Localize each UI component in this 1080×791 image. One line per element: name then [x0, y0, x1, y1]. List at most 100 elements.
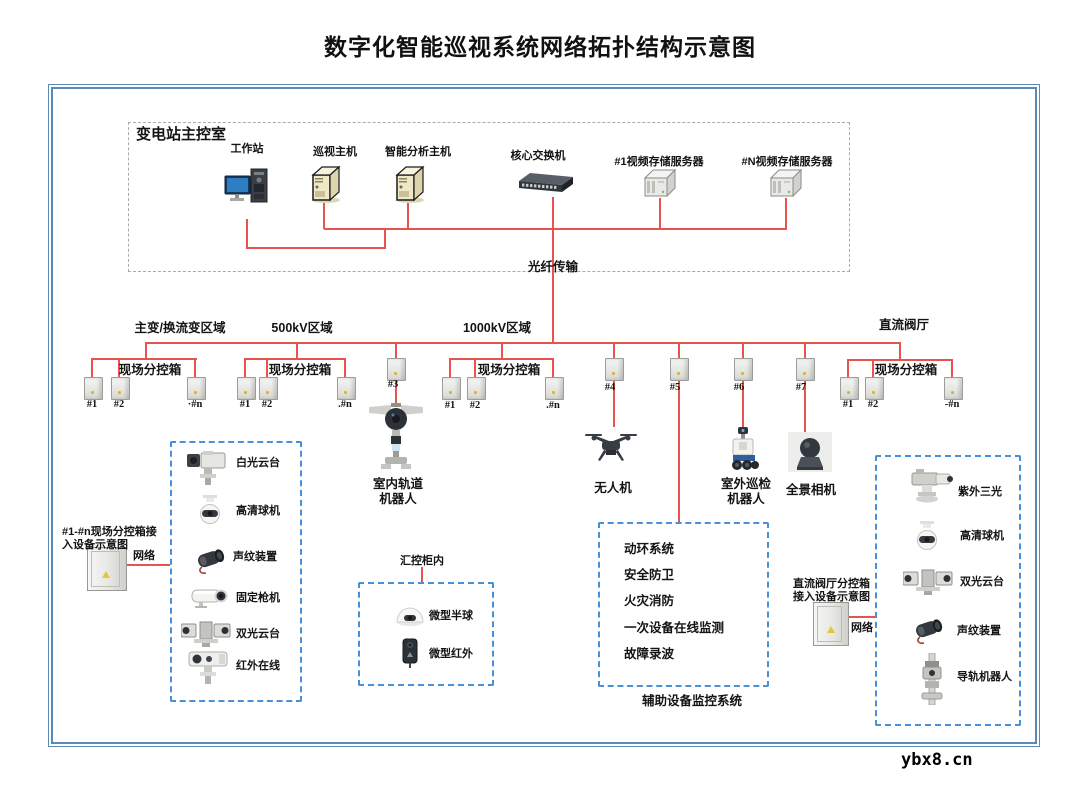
connection-line — [407, 203, 409, 229]
connection-line — [449, 358, 554, 360]
panoramic-camera-icon — [788, 432, 832, 472]
aux-item-power-env: 动环系统 — [624, 542, 675, 556]
main-bus-line — [145, 342, 901, 344]
connection-line — [91, 358, 197, 360]
connection-line — [951, 359, 953, 378]
left-device-panel — [170, 441, 302, 702]
field-control-box — [387, 358, 406, 381]
fixed-bullet-camera-label: 固定枪机 — [236, 592, 280, 604]
box-number-label: #1 — [444, 400, 456, 411]
connection-line — [613, 379, 615, 427]
connection-line — [613, 343, 615, 358]
panoramic-camera-label: 全景相机 — [785, 483, 836, 497]
dual-spectrum-ptz-icon — [180, 621, 231, 647]
storage-server-icon — [643, 168, 677, 198]
connection-line — [118, 358, 120, 378]
aux-panel-caption: 辅助设备监控系统 — [641, 694, 742, 708]
field-control-box — [337, 377, 356, 400]
connection-line — [785, 198, 787, 229]
network-label: 网络 — [133, 550, 155, 562]
box-number-label: .#n — [338, 399, 352, 410]
right-panel-caption: 直流阀厅分控箱 接入设备示意图 — [793, 578, 870, 604]
white-light-ptz-label: 白光云台 — [236, 457, 280, 469]
sound-print-device-icon — [194, 546, 228, 576]
connection-line — [246, 247, 386, 249]
box-number-label: #2 — [261, 399, 273, 410]
connection-line — [847, 359, 849, 378]
sound-print-device-label: 声纹装置 — [957, 625, 1001, 637]
box-number-label: #1 — [842, 399, 854, 410]
connection-line — [324, 228, 787, 230]
connection-line — [678, 343, 680, 358]
hd-dome-camera-icon — [917, 521, 937, 555]
field-control-box — [259, 377, 278, 400]
connection-line — [552, 197, 554, 344]
connection-line — [501, 343, 503, 359]
dual-spectrum-ptz-label: 双光云台 — [236, 628, 280, 640]
connection-line — [421, 567, 423, 582]
cabinet-panel-label: 汇控柜内 — [400, 555, 444, 567]
hd-dome-camera-label: 高清球机 — [960, 530, 1004, 542]
connection-line — [804, 379, 806, 433]
dual-spectrum-ptz-icon — [902, 569, 953, 595]
field-control-box — [865, 377, 884, 400]
aux-item-primary-monitoring: 一次设备在线监测 — [624, 621, 725, 635]
connection-line — [742, 343, 744, 358]
workstation-icon — [224, 168, 272, 206]
field-box-group-label: 现场分控箱 — [268, 363, 332, 377]
server-icon — [310, 165, 342, 203]
connection-line — [395, 343, 397, 358]
connection-line — [395, 379, 397, 404]
connection-line — [145, 343, 147, 359]
box-number-label: #3 — [387, 379, 399, 390]
field-control-box — [467, 377, 486, 400]
connection-line — [872, 359, 874, 378]
control-cabinet-icon — [87, 547, 127, 591]
diagram-frame — [48, 84, 1040, 747]
box-number-label: .#n — [546, 400, 560, 411]
mini-dome-camera-icon — [395, 603, 425, 627]
network-label: 网络 — [851, 622, 873, 634]
uv-tri-spectrum-ptz-icon — [910, 468, 954, 504]
storage-server-n-label: #N视频存储服务器 — [741, 156, 833, 168]
connection-line — [384, 229, 386, 249]
control-room-label: 变电站主控室 — [136, 126, 227, 143]
page-title: 数字化智能巡视系统网络拓扑结构示意图 — [324, 34, 756, 60]
box-number-label: #7 — [795, 382, 807, 393]
field-box-group-label: 现场分控箱 — [874, 363, 938, 377]
box-number-label: #2 — [867, 399, 879, 410]
guide-rail-robot-label: 导轨机器人 — [957, 671, 1012, 683]
connection-line — [847, 359, 953, 361]
connection-line — [742, 379, 744, 428]
connection-line — [659, 198, 661, 229]
connection-line — [126, 564, 170, 566]
control-cabinet-icon — [813, 602, 849, 646]
outdoor-robot-label: 室外巡检 机器人 — [720, 477, 771, 506]
server-icon — [394, 165, 426, 203]
box-number-label: #4 — [604, 382, 616, 393]
aux-item-fault-recording: 故障录波 — [624, 647, 675, 661]
patrol-host-label: 巡视主机 — [313, 146, 357, 158]
region-label-main-transformer: 主变/换流变区域 — [134, 321, 226, 335]
region-label-dc-valve-hall: 直流阀厅 — [878, 318, 929, 332]
fiber-transmission-label: 光纤传输 — [527, 260, 578, 274]
infrared-online-camera-icon — [187, 650, 229, 684]
mini-infrared-label: 微型红外 — [429, 648, 473, 660]
connection-line — [678, 379, 680, 522]
field-control-box — [944, 377, 963, 400]
connection-line — [899, 343, 901, 360]
box-number-label: -#n — [944, 399, 960, 410]
watermark: ybx8.cn — [901, 750, 973, 770]
field-control-box — [442, 377, 461, 400]
sound-print-device-label: 声纹装置 — [233, 551, 277, 563]
mini-infrared-icon — [401, 638, 419, 668]
outdoor-robot-icon — [725, 427, 763, 473]
box-number-label: #1 — [239, 399, 251, 410]
connection-line — [848, 616, 875, 618]
guide-rail-robot-icon — [920, 652, 944, 706]
workstation-label: 工作站 — [230, 143, 264, 155]
uv-tri-spectrum-label: 紫外三光 — [958, 486, 1002, 498]
connection-line — [244, 358, 345, 360]
drone-icon — [585, 427, 637, 465]
cabinet-device-panel — [358, 582, 494, 686]
